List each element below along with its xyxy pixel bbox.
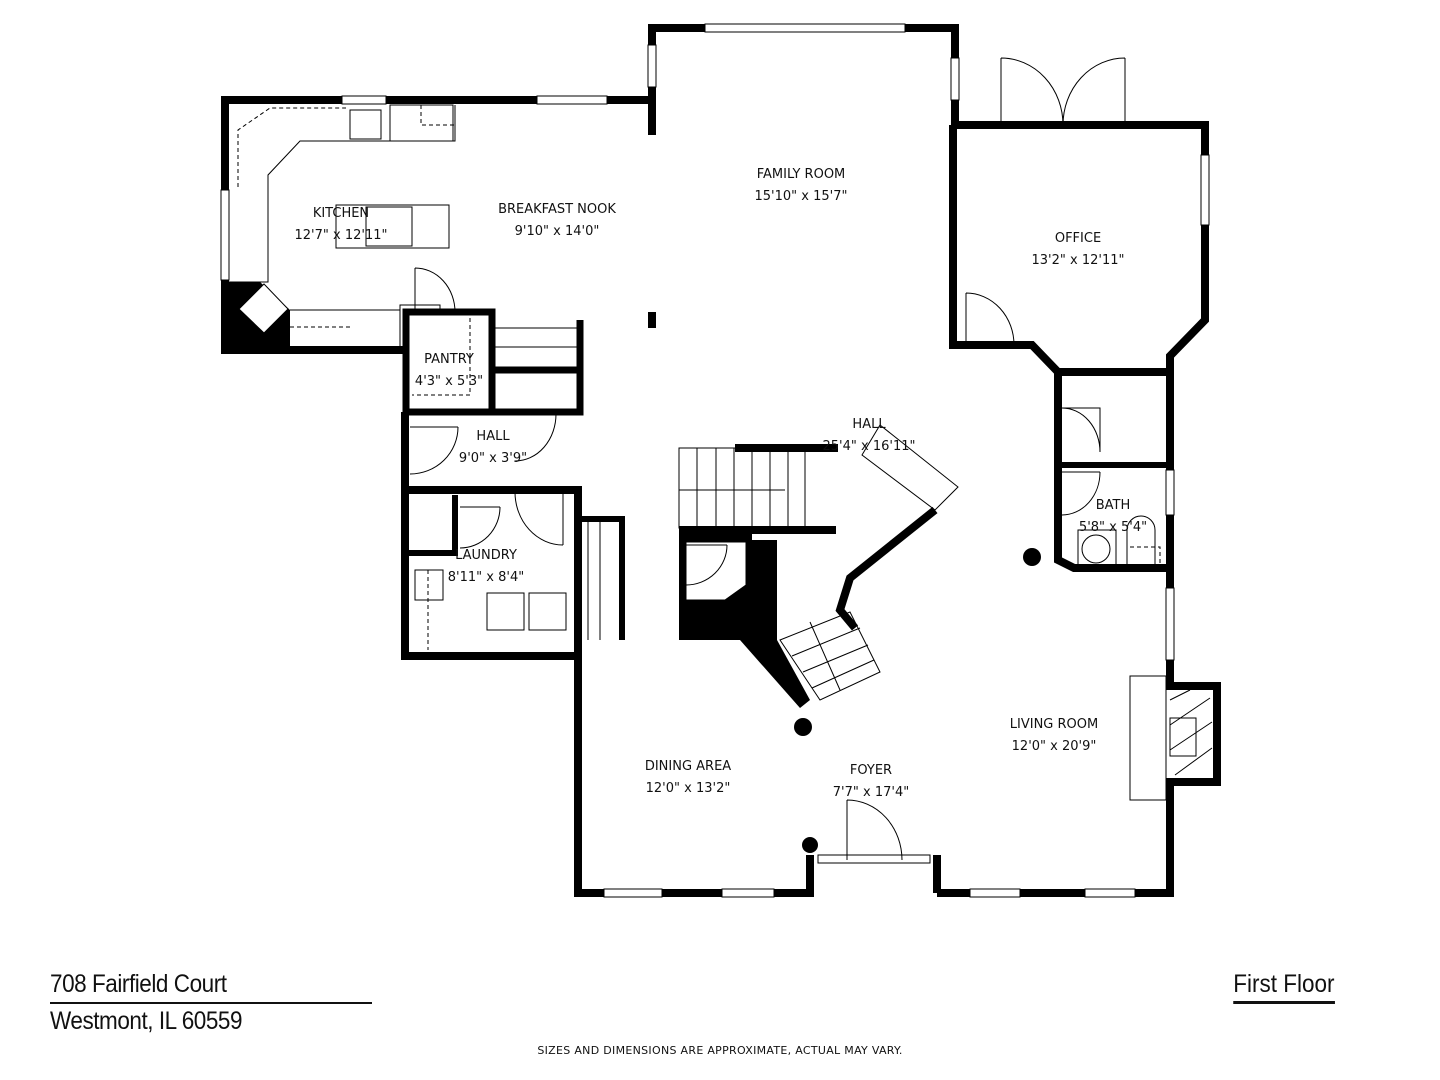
fireplace-wall [1166, 682, 1221, 786]
stair-run-top [678, 447, 806, 529]
window [704, 23, 906, 33]
window [950, 57, 960, 101]
disclaimer: SIZES AND DIMENSIONS ARE APPROXIMATE, AC… [537, 1044, 903, 1057]
fireplace-hatch [1169, 689, 1213, 776]
laundry-sink [414, 569, 444, 601]
window [341, 95, 387, 105]
wall-closet-right [580, 516, 625, 640]
window [969, 888, 1021, 898]
window [1084, 888, 1136, 898]
door-closet [1061, 407, 1101, 453]
column [1023, 548, 1041, 566]
fireplace-box [1169, 717, 1197, 757]
door-hall-right [514, 413, 557, 462]
kitchen-counter [229, 105, 456, 350]
address-line1: 708 Fairfield Court [50, 970, 227, 998]
shelves [495, 327, 601, 640]
door-hall-left [409, 426, 459, 475]
window [220, 189, 230, 281]
bath-basin [1081, 534, 1111, 564]
wall-office-left [949, 125, 1170, 376]
column [794, 718, 812, 736]
floor-title: First Floor [1232, 968, 1334, 1004]
kitchen-island [335, 204, 450, 249]
door-stair-closet [685, 544, 728, 586]
door-french-left [1000, 57, 1064, 126]
door-front [846, 799, 903, 861]
door-laundry-2 [459, 506, 501, 549]
door-bath [1061, 471, 1101, 516]
washer [486, 592, 525, 631]
stair-run-lower [779, 611, 881, 701]
column [802, 837, 818, 853]
wall-office [955, 121, 1209, 378]
window [647, 44, 657, 88]
stair-closet [685, 541, 747, 601]
address-block: 708 Fairfield Court Westmont, IL 60559 [50, 968, 372, 1038]
window [1165, 587, 1175, 661]
window [536, 95, 608, 105]
cooktop [365, 206, 413, 247]
window [603, 888, 663, 898]
door-laundry-1 [514, 491, 564, 546]
wall-hall [406, 320, 584, 416]
window [1200, 154, 1210, 226]
wall-laundry [401, 412, 582, 660]
wall-laundry-closet [409, 495, 458, 556]
wall-family-top [648, 24, 959, 125]
door-french-right [1062, 57, 1126, 126]
kitchen-corner-diamond [238, 283, 289, 334]
stair-run-diag [861, 424, 959, 511]
window [1165, 469, 1175, 516]
window [817, 854, 931, 864]
wall-stair-diag [835, 506, 938, 631]
fireplace-hearth [1129, 675, 1167, 801]
bath-vanity [1077, 529, 1117, 568]
toilet [1126, 515, 1156, 565]
address-divider [50, 1002, 372, 1004]
door-office [965, 292, 1015, 346]
address-line2: Westmont, IL 60559 [50, 1007, 243, 1035]
floor-plan [220, 23, 1221, 898]
window [721, 888, 775, 898]
dryer [528, 592, 567, 631]
kitchen-sink [349, 109, 382, 140]
